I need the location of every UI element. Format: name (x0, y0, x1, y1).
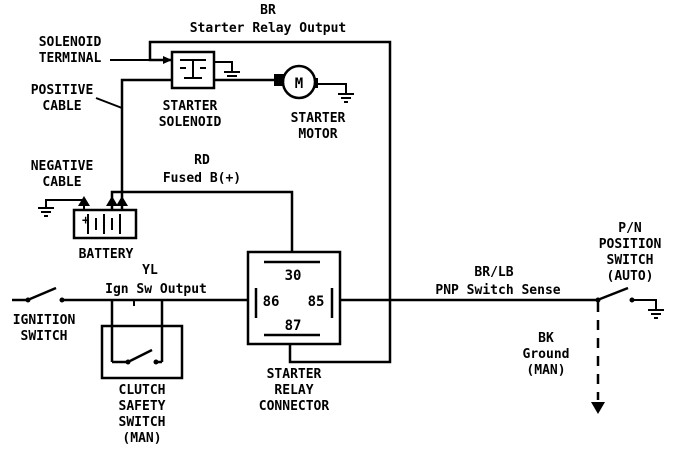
clutch-safety-switch-box (100, 324, 184, 380)
ground-man-wire (591, 302, 605, 414)
label-clutch-2: SAFETY (119, 399, 166, 414)
label-ignition-switch-2: SWITCH (21, 329, 68, 344)
label-pn-switch-2: POSITION (599, 237, 662, 252)
label-solenoid-terminal-2: TERMINAL (39, 51, 102, 66)
label-br-lb-color: BR/LB (474, 265, 513, 280)
clutch-switch-wiring (110, 300, 164, 365)
label-rd-color: RD (194, 153, 210, 168)
motor-ground-icon (338, 93, 354, 103)
solenoid-ground-wire (214, 61, 233, 72)
label-ignition-switch-1: IGNITION (13, 313, 76, 328)
label-starter-motor-1: STARTER (291, 111, 346, 126)
label-battery: BATTERY (79, 247, 134, 262)
relay-pin-30: 30 (285, 268, 302, 284)
label-starter-relay-3: CONNECTOR (259, 399, 330, 414)
starter-motor: M (274, 64, 318, 100)
motor-ground-wire (316, 83, 347, 94)
wire-positive-cable (120, 78, 172, 210)
label-clutch-4: (MAN) (122, 431, 161, 446)
label-starter-relay-output: Starter Relay Output (190, 21, 347, 36)
label-pn-switch-4: (AUTO) (607, 269, 654, 284)
starter-solenoid (170, 50, 216, 90)
label-starter-solenoid-2: SOLENOID (159, 115, 222, 130)
ignition-switch-icon (12, 286, 65, 303)
label-fused-b: Fused B(+) (163, 171, 241, 186)
label-starter-motor-2: MOTOR (298, 127, 337, 142)
label-pn-switch-1: P/N (618, 221, 642, 236)
label-negative-cable-1: NEGATIVE (31, 159, 94, 174)
label-negative-cable-2: CABLE (42, 175, 81, 190)
solenoid-ground-icon (224, 71, 240, 81)
label-br-color: BR (260, 3, 276, 18)
battery-ground-icon (38, 207, 54, 217)
positive-cable-leader (95, 97, 123, 109)
label-ground-2: (MAN) (526, 363, 565, 378)
pn-position-switch-icon (595, 286, 664, 319)
relay-pin-86: 86 (263, 294, 280, 310)
label-yl-color: YL (142, 263, 158, 278)
label-ign-sw-output: Ign Sw Output (105, 282, 207, 297)
label-starter-solenoid-1: STARTER (163, 99, 218, 114)
label-starter-relay-1: STARTER (267, 367, 322, 382)
battery-symbol: + (82, 213, 89, 227)
label-pnp-switch-sense: PNP Switch Sense (435, 283, 560, 298)
battery: + (72, 196, 138, 240)
label-pn-switch-3: SWITCH (607, 253, 654, 268)
solenoid-terminal-arrow (163, 56, 172, 64)
label-bk-color: BK (538, 331, 554, 346)
label-solenoid-terminal-1: SOLENOID (39, 35, 102, 50)
motor-symbol: M (295, 76, 303, 92)
label-positive-cable-2: CABLE (42, 99, 81, 114)
label-ground-1: Ground (523, 347, 570, 362)
starter-relay-connector: 30 86 85 87 (246, 250, 342, 346)
label-clutch-1: CLUTCH (119, 383, 166, 398)
label-starter-relay-2: RELAY (274, 383, 313, 398)
label-positive-cable-1: POSITIVE (31, 83, 94, 98)
relay-pin-87: 87 (285, 318, 302, 334)
label-clutch-3: SWITCH (119, 415, 166, 430)
relay-pin-85: 85 (308, 294, 325, 310)
